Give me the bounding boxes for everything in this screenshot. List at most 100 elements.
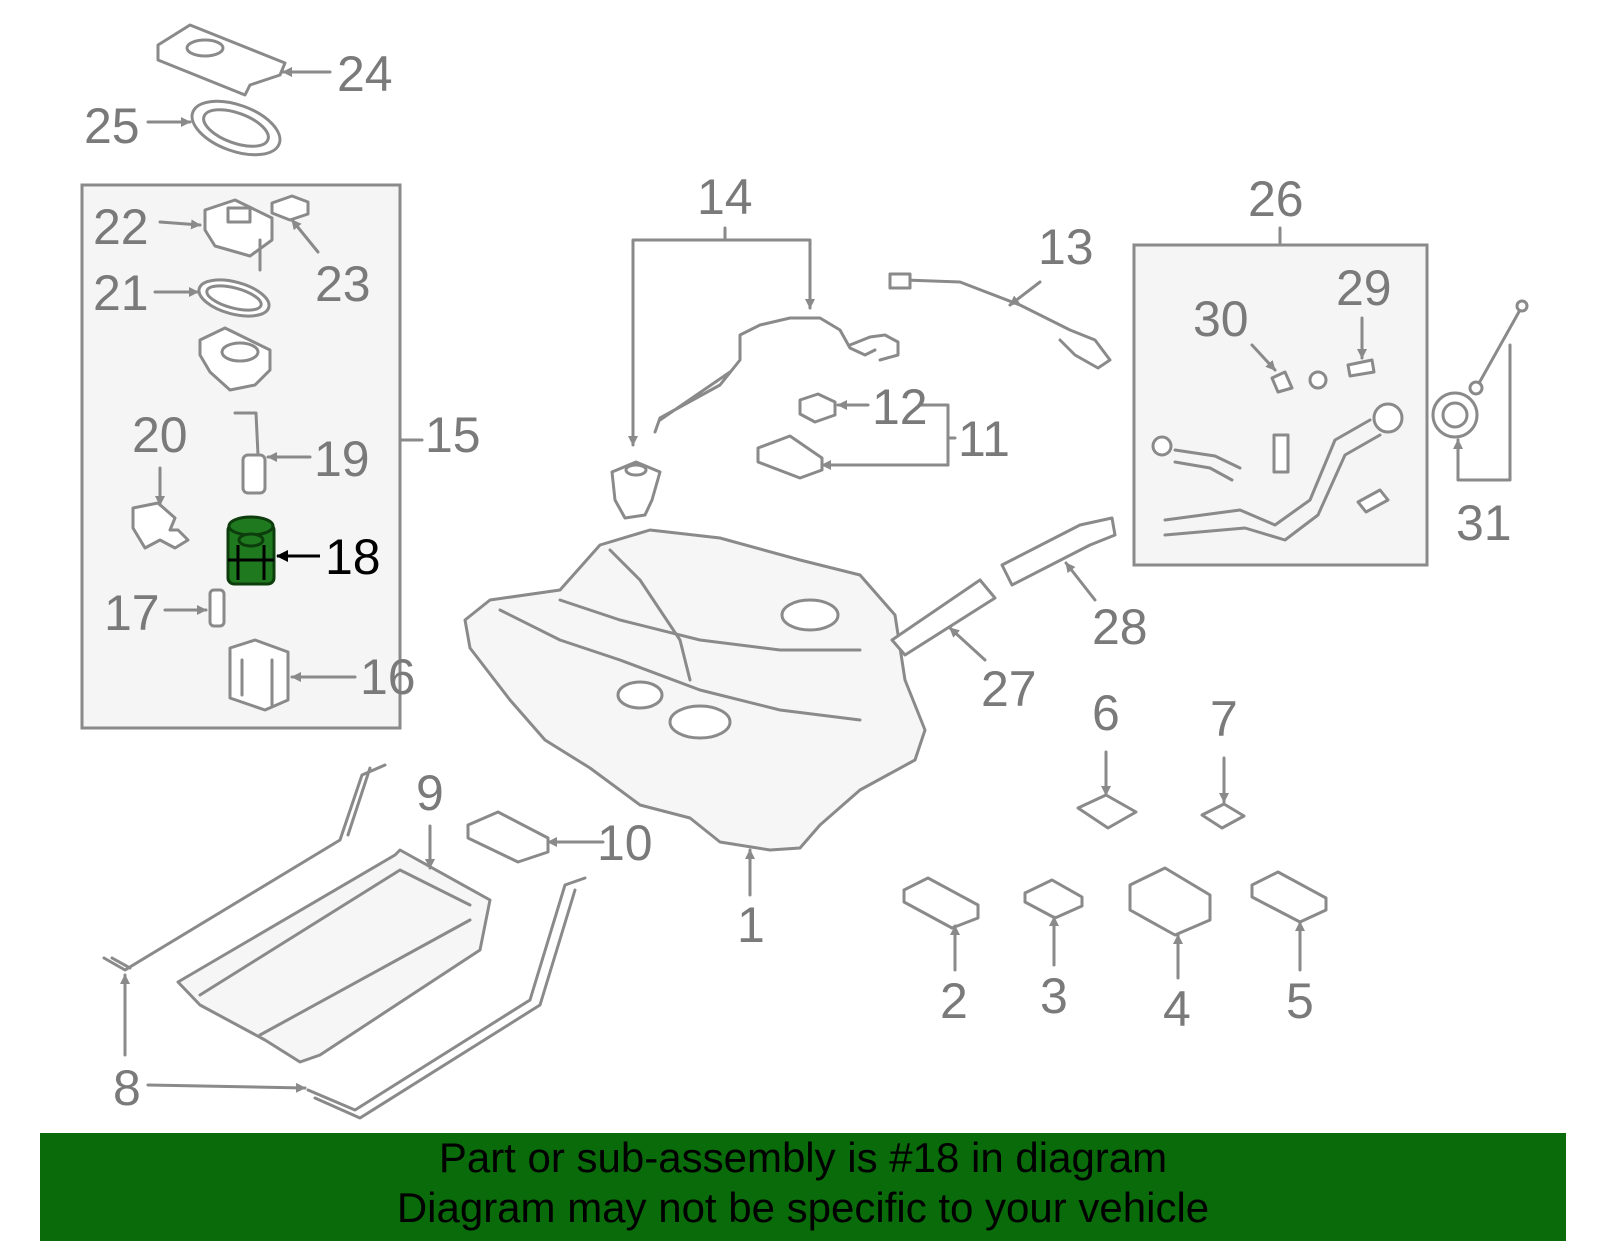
part-26-hose [1173, 448, 1242, 482]
callout-25: 25 [84, 98, 140, 154]
arrow-28 [1064, 561, 1097, 602]
callout-18: 18 [325, 529, 381, 585]
callout-29: 29 [1336, 260, 1392, 316]
part-valve-top [624, 463, 648, 477]
assembly-box-26 [1132, 243, 1429, 567]
callout-23: 23 [315, 256, 371, 312]
callout-15: 15 [425, 407, 481, 463]
part-9-edge [198, 868, 472, 1037]
callout-14: 14 [697, 169, 753, 225]
callout-2: 2 [940, 973, 968, 1029]
part-2-pad [902, 876, 980, 930]
part-6-pad [1076, 793, 1138, 830]
part-1-ridge-a [498, 608, 862, 722]
bracket-14 [631, 226, 812, 442]
info-banner: Part or sub-assembly is #18 in diagram D… [40, 1133, 1566, 1241]
part-26-filler-neck [1163, 418, 1372, 527]
callout-7: 7 [1210, 691, 1238, 747]
part-1-ridge-b [558, 598, 862, 652]
part-5-pad [1250, 870, 1328, 924]
part-19-body [241, 453, 267, 495]
callout-28: 28 [1092, 599, 1148, 655]
assembly-box-15 [80, 183, 402, 730]
part-11-cover [756, 434, 824, 480]
callout-5: 5 [1286, 973, 1314, 1029]
part-31-tether [1476, 308, 1522, 387]
part-24-cover-plate [156, 23, 287, 97]
arrow-8b [146, 1082, 307, 1093]
part-31-tether-start [1468, 380, 1484, 396]
arrow-30 [1250, 343, 1277, 372]
part-12-connector [798, 392, 837, 424]
part-24-hole [185, 38, 225, 58]
part-18-fuel-filter [226, 515, 276, 586]
part-16-detail [240, 658, 274, 707]
arrow-22 [158, 219, 202, 230]
part-1-fuel-tank [463, 528, 927, 852]
part-27-filler-pipe [890, 578, 997, 657]
part-1-port-b [668, 704, 732, 740]
part-26-cap-ring [1372, 402, 1404, 434]
part-25-gasket-inner [202, 108, 270, 148]
callout-3: 3 [1040, 968, 1068, 1024]
part-1-ridge-c [608, 548, 692, 682]
callout-22: 22 [93, 199, 149, 255]
callout-30: 30 [1193, 291, 1249, 347]
callout-17: 17 [104, 585, 160, 641]
banner-line-1: Part or sub-assembly is #18 in diagram [438, 1134, 1168, 1181]
part-8-strap-right [306, 876, 587, 1120]
callout-16: 16 [360, 649, 416, 705]
callout-26: 26 [1248, 171, 1304, 227]
banner-line-2: Diagram may not be specific to your vehi… [396, 1184, 1210, 1231]
part-10-pad [466, 810, 550, 864]
callout-6: 6 [1092, 685, 1120, 741]
part-4-pad [1128, 866, 1212, 937]
bracket-11 [918, 403, 957, 467]
part-13-vent-hose [903, 278, 1112, 370]
part-14-hose [653, 316, 877, 434]
part-26-clip-b [1308, 370, 1328, 390]
callout-9: 9 [416, 765, 444, 821]
arrow-13 [1008, 280, 1042, 307]
callout-8: 8 [113, 1060, 141, 1116]
part-3-pad [1023, 878, 1084, 920]
part-30-clip [1270, 370, 1294, 394]
part-26-bolt-b [1356, 488, 1390, 514]
callout-31: 31 [1456, 495, 1512, 551]
part-23-clip [270, 194, 310, 222]
part-31-fuel-cap-inner [1441, 401, 1469, 429]
callout-4: 4 [1163, 981, 1191, 1037]
part-22-connector [226, 206, 252, 224]
part-housing-top [220, 341, 260, 363]
callout-24: 24 [337, 46, 393, 102]
callout-1: 1 [737, 897, 765, 953]
callout-12: 12 [872, 379, 928, 435]
callout-20: 20 [132, 407, 188, 463]
arrow-23 [290, 218, 320, 254]
part-26-filler-neck-2 [1163, 433, 1382, 542]
callout-10: 10 [597, 815, 653, 871]
part-31-tether-end [1515, 299, 1529, 313]
part-14-hose-2 [848, 333, 900, 362]
part-29-clip [1346, 358, 1376, 378]
callout-21: 21 [93, 265, 149, 321]
callout-27: 27 [981, 661, 1037, 717]
part-13-connector [888, 272, 912, 290]
callout-19: 19 [314, 431, 370, 487]
part-17-pin [208, 588, 226, 628]
part-16-bracket [228, 638, 290, 712]
part-1-port-c [780, 598, 840, 632]
part-7-pad [1200, 802, 1246, 830]
callout-13: 13 [1038, 219, 1094, 275]
part-9-heat-shield [176, 848, 492, 1064]
part-26-bolt-a [1272, 433, 1290, 474]
part-1-port-a [616, 680, 664, 710]
arrow-27 [948, 626, 987, 662]
part-8-strap-left [102, 763, 387, 972]
part-28-hose [1000, 516, 1117, 587]
part-valve [610, 460, 662, 520]
part-26-clamp [1151, 435, 1173, 457]
part-21-ring-inner [205, 284, 263, 312]
callout-11: 11 [958, 411, 1010, 467]
